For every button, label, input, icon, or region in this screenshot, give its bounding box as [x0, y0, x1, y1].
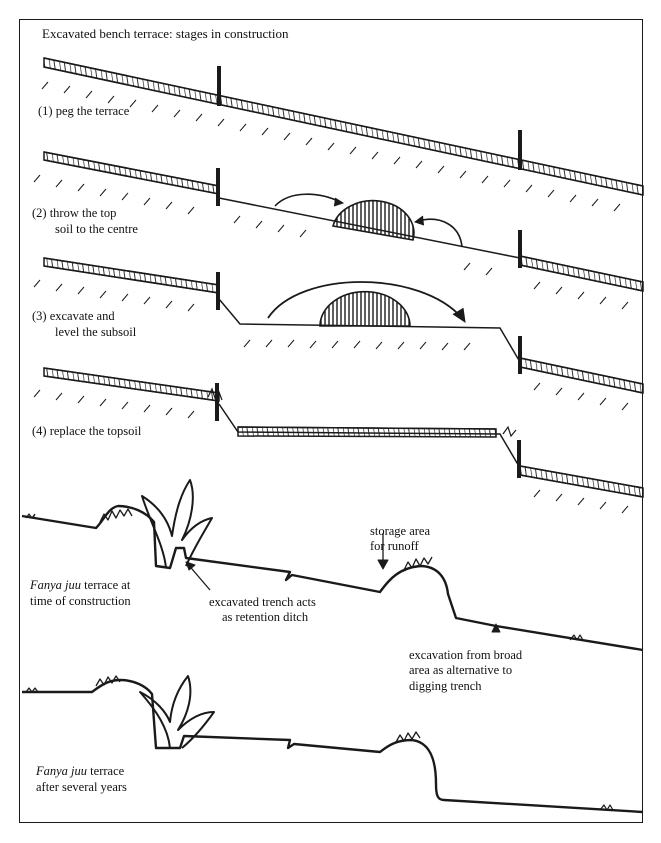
- fanya-construction-label-line1: Fanya juu terrace at: [30, 578, 131, 592]
- storage-label-line1: storage area: [370, 524, 431, 538]
- fanya-after-label-line1: Fanya juu terrace: [36, 764, 125, 778]
- fanya-construction-profile: [21, 479, 644, 652]
- fanya-after-label-line2: after several years: [36, 780, 127, 794]
- peg-2b: [518, 230, 522, 268]
- stage-3-label-line2: level the subsoil: [55, 325, 137, 339]
- trench-label-line2: as retention ditch: [222, 610, 309, 624]
- stage-4-profile: [33, 367, 644, 514]
- diagram-title: Excavated bench terrace: stages in const…: [42, 26, 289, 41]
- stage-2-label-line1: (2) throw the top: [32, 206, 117, 220]
- stage-2-profile: [33, 151, 644, 310]
- stage-1-profile: [41, 57, 644, 212]
- peg-2a: [216, 168, 220, 206]
- stage-3-profile: [33, 257, 644, 411]
- diagram-frame: [19, 19, 643, 823]
- peg-1a: [217, 66, 221, 106]
- peg-1b: [518, 130, 522, 170]
- stage-1-label: (1) peg the terrace: [38, 104, 130, 118]
- peg-3b: [518, 336, 522, 374]
- stage-1-hatch: [41, 81, 621, 212]
- stage-4-label: (4) replace the topsoil: [32, 424, 142, 438]
- fanya-construction-label-line2: time of construction: [30, 594, 131, 608]
- broad-label-line2: area as alternative to: [409, 663, 513, 677]
- peg-3a: [216, 272, 220, 310]
- stage-2-label-line2: soil to the centre: [55, 222, 138, 236]
- fanya-after-profile: [22, 675, 644, 814]
- trench-label-line1: excavated trench acts: [209, 595, 316, 609]
- stage-3-label-line1: (3) excavate and: [32, 309, 115, 323]
- broad-label-line1: excavation from broad: [409, 648, 523, 662]
- storage-label-line2: for runoff: [370, 539, 419, 553]
- peg-4a: [215, 383, 219, 421]
- peg-4b: [517, 440, 521, 478]
- broad-label-line3: digging trench: [409, 679, 482, 693]
